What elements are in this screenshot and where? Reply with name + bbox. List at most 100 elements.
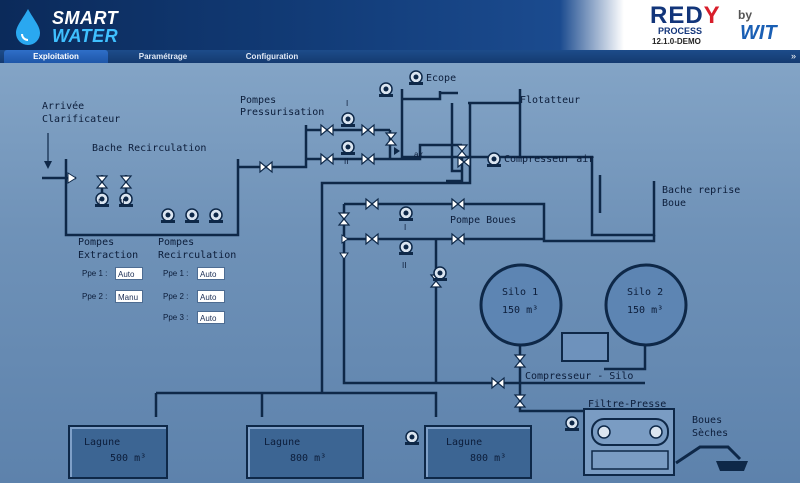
extraction-1-label: Ppe 1 : <box>82 269 108 278</box>
valve-boues-1a <box>365 198 379 210</box>
valve-press-2b <box>361 153 375 165</box>
pump-ecope <box>408 70 424 86</box>
pump-boues-aux <box>432 266 448 282</box>
numeral-boues-1: I <box>404 223 407 232</box>
numeral-boues-2: II <box>402 261 407 270</box>
pump-ecope-aux <box>378 82 394 98</box>
compresseur-silo-box <box>561 332 609 362</box>
label-pompes-recirc-1: Pompes <box>158 237 195 248</box>
valve-press-2a <box>320 153 334 165</box>
label-compresseur-air: Compresseur air <box>504 154 595 165</box>
pump-compresseur-air <box>486 152 502 168</box>
lagune-3-name: Lagune <box>446 437 483 448</box>
tank-bache-recirculation <box>64 159 240 237</box>
brand-line1: SMART <box>52 8 119 28</box>
recirc-2-label: Ppe 2 : <box>163 292 189 301</box>
wit-label: WIT <box>740 22 777 44</box>
valve-air-2 <box>457 156 471 168</box>
pump-boues-1 <box>398 206 414 222</box>
valve-boues-2b <box>451 233 465 245</box>
extraction-2-mode[interactable]: Manu <box>115 290 143 303</box>
redy-process-logo: REDY PROCESS 12.1.0-DEMO <box>640 2 720 48</box>
lagune-3: Lagune 800 m³ <box>424 425 532 479</box>
redy-sub: PROCESS <box>658 26 703 36</box>
pump-press-1 <box>340 112 356 128</box>
valve-press-1b <box>361 124 375 136</box>
by-label: by <box>738 8 753 22</box>
lagune-3-capacity: 800 m³ <box>470 453 507 464</box>
label-pompes-extraction-2: Extraction <box>78 250 139 261</box>
process-diagram <box>42 70 748 476</box>
lagune-2-name: Lagune <box>264 437 301 448</box>
version-label: 12.1.0-DEMO <box>652 37 701 46</box>
lagune-1-name: Lagune <box>84 437 121 448</box>
silo-2-capacity: 150 m³ <box>627 305 664 316</box>
silo-1 <box>479 263 563 347</box>
valve-press-main <box>385 132 397 146</box>
numeral-press-1: I <box>346 99 349 108</box>
label-bache-reprise-1: Bache reprise <box>662 185 741 196</box>
lagune-1: Lagune 500 m³ <box>68 425 168 479</box>
pump-boues-2 <box>398 240 414 256</box>
recirc-2-mode[interactable]: Auto <box>197 290 225 303</box>
recirc-3-mode[interactable]: Auto <box>197 311 225 324</box>
lagune-2: Lagune 800 m³ <box>246 425 364 479</box>
valve-silo-to-press <box>491 377 505 389</box>
silo-2 <box>604 263 688 347</box>
label-boues-seches-1: Boues <box>692 415 723 426</box>
tab-configuration[interactable]: Configuration <box>245 52 299 61</box>
pump-press-2 <box>340 140 356 156</box>
valve-boues-2a <box>365 233 379 245</box>
extraction-2-label: Ppe 2 : <box>82 292 108 301</box>
numeral-extraction-2: II <box>120 198 125 207</box>
valve-air-1 <box>456 144 468 158</box>
numeral-extraction-1: I <box>98 198 101 207</box>
label-pompes-recirc-2: Recirculation <box>158 250 237 261</box>
pump-filtre <box>564 416 580 432</box>
silo-1-capacity: 150 m³ <box>502 305 539 316</box>
tab-exploitation[interactable]: Exploitation <box>4 50 108 63</box>
conveyor <box>675 445 742 465</box>
label-clarificateur: Clarificateur <box>42 114 121 125</box>
silo-2-name: Silo 2 <box>627 287 664 298</box>
extraction-1-mode[interactable]: Auto <box>115 267 143 280</box>
label-flottateur: Flotatteur <box>520 95 581 106</box>
process-synoptic: Arrivée Clarificateur Bache Recirculatio… <box>0 63 800 483</box>
valve-extraction-1 <box>96 175 108 189</box>
valve-boues-1b <box>451 198 465 210</box>
water-drop-icon <box>16 9 40 45</box>
recirc-3-label: Ppe 3 : <box>163 313 189 322</box>
label-bache-recirculation: Bache Recirculation <box>92 143 207 154</box>
label-pompes-extraction-1: Pompes <box>78 237 115 248</box>
label-pompes-press-1: Pompes <box>240 95 277 106</box>
label-arrivee: Arrivée <box>42 101 85 112</box>
label-air: air <box>414 150 423 159</box>
redy-title: REDY <box>650 2 721 29</box>
lagune-2-capacity: 800 m³ <box>290 453 327 464</box>
tab-parametrage[interactable]: Paramétrage <box>138 52 188 61</box>
numeral-press-2: II <box>344 157 349 166</box>
tab-scroll-icon[interactable]: » <box>790 51 796 61</box>
app-header: SMART WATER REDY PROCESS 12.1.0-DEMO by … <box>0 0 800 50</box>
label-boues-seches-2: Sèches <box>692 428 729 439</box>
valve-recirc-out <box>259 161 273 173</box>
pump-recirc-3 <box>208 208 224 224</box>
tank-bache-reprise <box>590 163 656 237</box>
pump-recirc-1 <box>160 208 176 224</box>
lagune-1-capacity: 500 m³ <box>110 453 147 464</box>
valve-silo-out <box>514 394 526 408</box>
pump-recirc-2 <box>184 208 200 224</box>
valve-silo-1 <box>514 354 526 368</box>
smart-water-logo: SMART WATER <box>8 6 138 46</box>
label-ecope: Ecope <box>426 73 457 84</box>
label-filtre-presse: Filtre-Presse <box>588 399 667 410</box>
silo-1-name: Silo 1 <box>502 287 539 298</box>
valve-boues-vert <box>338 212 350 226</box>
tab-bar: Exploitation Paramétrage Configuration » <box>0 50 800 63</box>
recirc-1-label: Ppe 1 : <box>163 269 189 278</box>
recirc-1-mode[interactable]: Auto <box>197 267 225 280</box>
brand-line2: WATER <box>52 26 119 46</box>
valve-press-1a <box>320 124 334 136</box>
by-wit-logo: by WIT <box>738 8 798 44</box>
label-bache-reprise-2: Boue <box>662 198 687 209</box>
